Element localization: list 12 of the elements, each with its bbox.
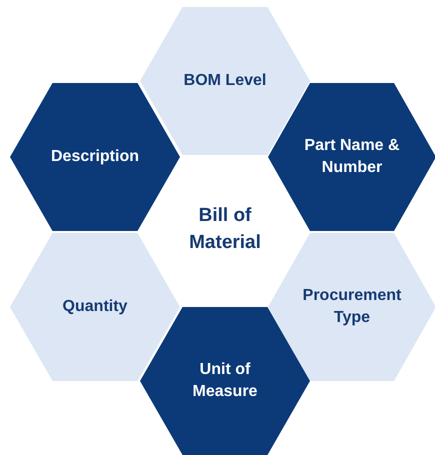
hexagon-shape	[268, 233, 435, 381]
hexagon-label: Procurement Type	[302, 286, 402, 328]
hexagon-label: Unit of Measure	[192, 360, 258, 402]
hexagon-label: Part Name & Number	[303, 136, 401, 178]
hexagon-label: BOM Level	[182, 70, 268, 91]
hexagon-shape	[140, 307, 310, 455]
hexagon-shape	[268, 83, 435, 231]
hexagon-shape	[10, 233, 180, 381]
hexagon-label: Quantity	[62, 296, 128, 317]
hexagon-shape	[10, 83, 180, 231]
center-title: Bill of Material	[170, 203, 280, 257]
hexagon-label: Description	[50, 146, 140, 167]
